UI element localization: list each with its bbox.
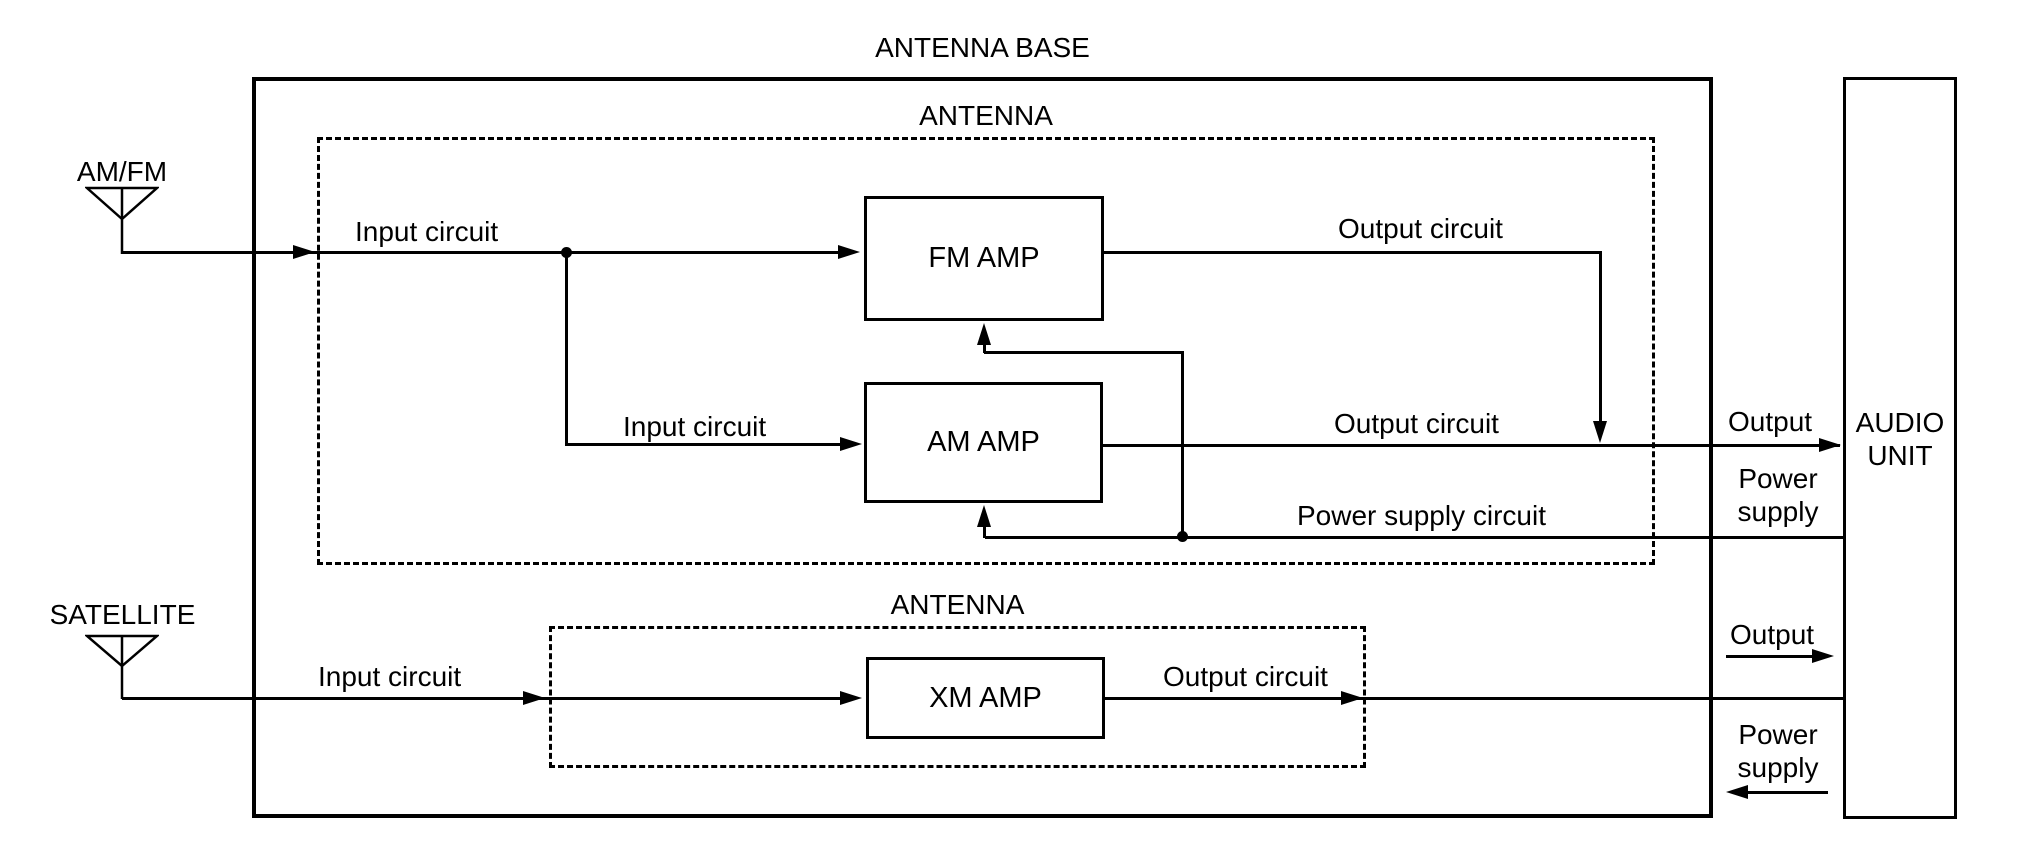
arrowhead-power-bottom-icon [1726,785,1748,799]
satellite-antenna-label: SATELLITE [49,599,196,630]
arrowhead-fm-output-down-icon [1593,421,1607,443]
wire-power-fm-vertical [1181,351,1184,538]
arrowhead-fm-input-icon [838,245,860,259]
amfm-antenna-label: AM/FM [76,156,168,187]
amfm-antenna-icon [85,186,159,254]
am-amp-box: AM AMP [864,382,1103,503]
xm-antenna-title: ANTENNA [890,589,1025,620]
arrowhead-output-to-audio-icon [1819,438,1841,452]
am-amp-label: AM AMP [927,426,1040,458]
arrowhead-fm-power-up-icon [977,323,991,345]
arrow-power-bottom-line [1744,791,1828,794]
label-am-input: Input circuit [623,411,767,442]
arrowhead-output-bottom-icon [1812,649,1834,663]
stem-fm-power [983,341,986,353]
label-output-top: Output [1728,406,1813,437]
satellite-antenna-icon [85,634,159,699]
audio-unit-label: AUDIO UNIT [1855,407,1945,472]
arrowhead-amfm-input-icon [293,245,315,259]
arrowhead-am-power-up-icon [977,505,991,527]
fm-amp-box: FM AMP [864,196,1104,321]
label-output-bottom: Output [1730,619,1815,650]
label-power-supply-circuit: Power supply circuit [1297,500,1546,531]
label-fm-input: Input circuit [355,216,499,247]
wire-power-supply [985,536,1843,539]
antenna-base-title: ANTENNA BASE [875,32,1090,63]
label-power-supply-bottom: Power supply [1737,719,1819,784]
antenna-base-box [252,77,1713,818]
label-fm-output: Output circuit [1338,213,1503,244]
wire-fm-output-vertical [1599,251,1602,423]
wire-input-branch-vertical [565,252,568,444]
wire-amfm-input [122,251,840,254]
label-am-output: Output circuit [1334,408,1499,439]
wire-satellite-input [122,697,842,700]
fm-amp-label: FM AMP [928,242,1040,274]
fm-antenna-dashed-box [317,137,1655,565]
label-power-supply-top: Power supply [1737,463,1819,528]
arrowhead-xm-output-icon [1341,691,1363,705]
arrowhead-am-input-icon [840,437,862,451]
stem-am-power [983,525,986,538]
audio-unit-box [1843,77,1957,819]
xm-amp-label: XM AMP [929,681,1042,714]
fm-antenna-title: ANTENNA [919,100,1053,131]
wire-power-fm-horizontal [984,351,1183,354]
wire-am-input [565,443,842,446]
arrowhead-xm-input-icon [840,691,862,705]
wire-output-merged [1103,444,1840,447]
xm-amp-box: XM AMP [866,657,1105,739]
wire-xm-output [1105,697,1843,700]
label-xm-output: Output circuit [1163,661,1328,692]
arrow-output-bottom-line [1726,655,1816,658]
label-xm-input: Input circuit [318,661,462,692]
arrowhead-satellite-input-icon [523,691,545,705]
wire-fm-output-horizontal [1104,251,1602,254]
